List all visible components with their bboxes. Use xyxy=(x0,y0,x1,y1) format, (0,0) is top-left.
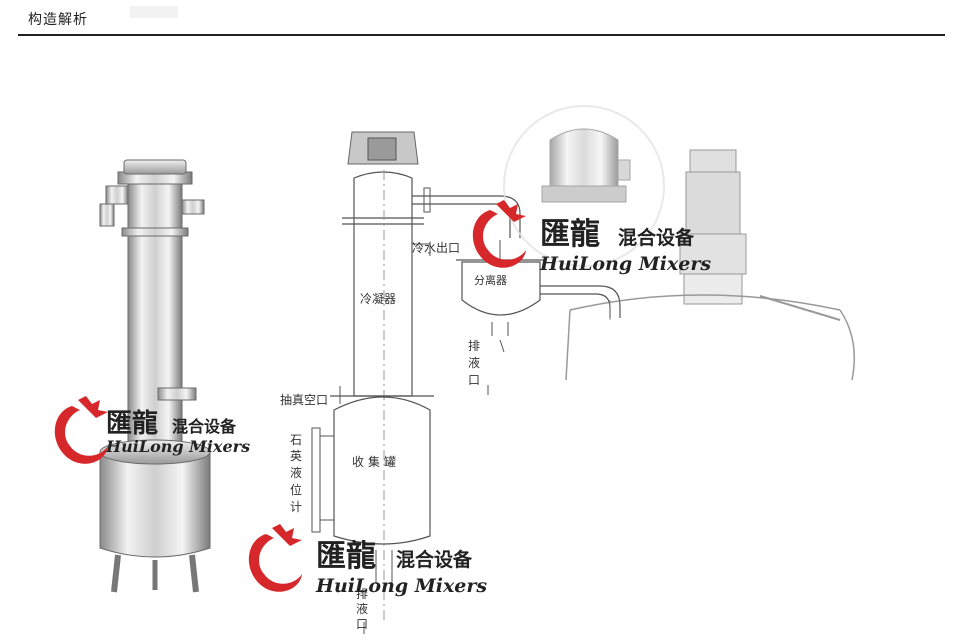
separator-body xyxy=(461,261,541,316)
mount-base xyxy=(683,273,743,305)
section-header: 构造解析 xyxy=(18,0,945,36)
separator-label: 分离器 xyxy=(474,273,507,287)
tank-top-photo xyxy=(503,105,855,381)
section-title: 构造解析 xyxy=(28,12,88,28)
dragon-logo-icon xyxy=(54,406,108,464)
separator-cover xyxy=(549,128,619,187)
dragon-crest-icon xyxy=(272,524,302,546)
vapor-pipe xyxy=(412,195,521,238)
dragon-crest-icon xyxy=(78,396,108,418)
separator-drain-label-2: 液 xyxy=(468,355,480,370)
watermark-en: HuiLong Mixers xyxy=(539,253,711,275)
motor-head xyxy=(689,149,737,173)
quartz-gauge-label-4: 位 xyxy=(290,482,302,497)
part-labels: 冷水出口 分离器 冷凝器 排 液 口 抽真空口 石 英 液 位 计 收集罐 排 … xyxy=(280,241,507,631)
motor-port xyxy=(367,137,397,161)
tank-leg xyxy=(189,554,199,593)
header-tab-decoration xyxy=(130,6,178,18)
separator-drain-label-1: 排 xyxy=(468,339,480,353)
separator-drain-label-3: 口 xyxy=(468,373,480,387)
watermark-cn-suffix: 混合设备 xyxy=(172,417,237,436)
brand-watermark: 匯龍 混合设备 HuiLong Mixers xyxy=(248,524,487,597)
watermark-en: HuiLong Mixers xyxy=(315,575,487,597)
side-pipe-lower xyxy=(157,387,197,401)
water-outlet-pipe xyxy=(412,243,431,256)
tank-drain-label-3: 口 xyxy=(356,617,368,631)
tank-top xyxy=(99,439,211,465)
side-pipe-upper xyxy=(105,185,129,205)
watermark-cn-suffix: 混合设备 xyxy=(396,548,473,571)
drain-valve xyxy=(499,339,505,353)
cold-water-outlet-label: 冷水出口 xyxy=(412,241,460,255)
cover-flange xyxy=(541,185,627,203)
vapor-pipe xyxy=(412,203,511,238)
collection-tank-label: 收集罐 xyxy=(352,454,400,469)
top-cap xyxy=(123,159,187,175)
dragon-crest-icon xyxy=(496,200,526,222)
quartz-gauge-label-2: 英 xyxy=(290,449,302,463)
watermark-en: HuiLong Mixers xyxy=(105,437,250,456)
side-flange-upper xyxy=(99,203,115,227)
hatch-arm xyxy=(759,295,841,321)
quartz-gauge-label-5: 计 xyxy=(290,500,302,514)
condenser-label: 冷凝器 xyxy=(360,291,396,306)
vessel-dome xyxy=(569,294,841,311)
pipe-flange xyxy=(423,187,431,213)
tank-drain-label-2: 液 xyxy=(356,601,368,616)
tank-drain-label-1: 排 xyxy=(356,587,368,601)
vessel-wall xyxy=(839,309,855,381)
quartz-level-gauge xyxy=(311,427,321,533)
condenser-column xyxy=(127,183,183,447)
quartz-gauge-label-1: 石 xyxy=(290,433,302,447)
watermark-cn-suffix: 混合设备 xyxy=(618,226,695,249)
gearbox xyxy=(679,233,747,275)
watermark-cn-brand: 匯龍 xyxy=(106,408,158,439)
brand-watermark: 匯龍 混合设备 HuiLong Mixers xyxy=(54,396,250,464)
dragon-logo-icon xyxy=(472,210,526,268)
watermark-cn-brand: 匯龍 xyxy=(316,539,376,574)
quartz-gauge-label-3: 液 xyxy=(290,465,302,480)
condenser-body xyxy=(353,171,413,397)
collection-tank-drawing xyxy=(333,396,431,545)
vessel-wall xyxy=(565,309,571,381)
return-pipe xyxy=(540,293,611,318)
watermark-cn-brand: 匯龍 xyxy=(540,217,600,252)
cover-port xyxy=(617,159,631,181)
return-pipe xyxy=(540,285,621,318)
brand-watermark: 匯龍 混合设备 HuiLong Mixers xyxy=(472,200,711,275)
decorative-ring xyxy=(503,105,665,267)
motor-body xyxy=(685,171,741,235)
condenser-unit-photo xyxy=(99,159,211,593)
side-pipe-right xyxy=(181,199,205,215)
mid-flange xyxy=(121,227,189,237)
vacuum-port-label: 抽真空口 xyxy=(280,393,328,407)
tank-leg xyxy=(111,554,121,593)
dragon-logo-icon xyxy=(248,534,302,592)
